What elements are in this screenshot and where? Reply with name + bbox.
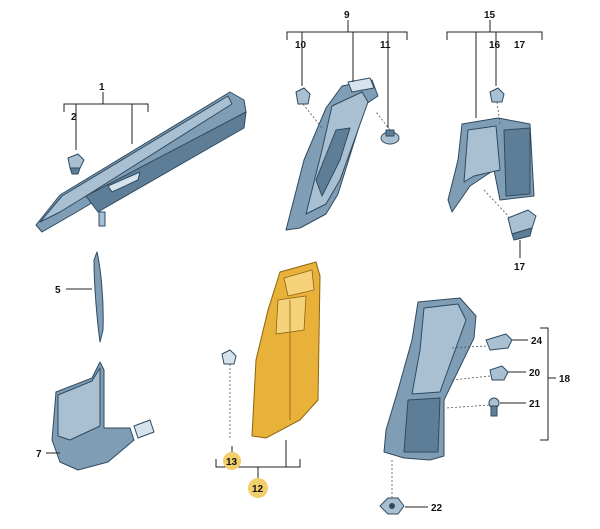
callout-9[interactable]: 9 <box>344 10 350 21</box>
part-10-clip[interactable] <box>295 87 311 105</box>
callout-7[interactable]: 7 <box>36 449 42 460</box>
part-1-a-pillar-trim[interactable] <box>35 91 247 233</box>
part-17-clip[interactable] <box>507 209 537 241</box>
callout-22[interactable]: 22 <box>431 503 443 514</box>
part-2-clip[interactable] <box>67 153 85 175</box>
part-12-b-pillar-lower-trim[interactable] <box>251 261 321 439</box>
callout-17-bottom[interactable]: 17 <box>514 262 526 273</box>
assembly-guide-lines <box>229 101 511 498</box>
part-13-clip[interactable] <box>221 349 237 365</box>
part-24-clip[interactable] <box>485 333 513 351</box>
part-21-screw[interactable] <box>488 397 500 417</box>
callout-15[interactable]: 15 <box>484 10 496 21</box>
part-22-nut[interactable] <box>379 497 405 515</box>
part-11-clip[interactable] <box>380 129 400 145</box>
part-20-clip[interactable] <box>489 365 509 381</box>
callout-17-top[interactable]: 17 <box>514 40 526 51</box>
callout-13[interactable]: 13 <box>226 457 238 468</box>
part-5-seal-strip[interactable] <box>93 251 104 343</box>
part-18-lower-c-pillar-trim[interactable] <box>383 297 477 461</box>
part-16-clip[interactable] <box>489 87 505 103</box>
callout-16[interactable]: 16 <box>489 40 501 51</box>
callout-2[interactable]: 2 <box>71 112 77 123</box>
callout-12-highlight <box>248 478 268 498</box>
callout-5[interactable]: 5 <box>55 285 61 296</box>
callout-1[interactable]: 1 <box>99 82 105 93</box>
callout-20[interactable]: 20 <box>529 368 541 379</box>
callout-11[interactable]: 11 <box>380 40 391 51</box>
callout-12[interactable]: 12 <box>252 484 264 495</box>
callout-21[interactable]: 21 <box>529 399 541 410</box>
part-9-b-pillar-upper-trim[interactable] <box>285 77 379 231</box>
part-15-c-pillar-trim[interactable] <box>447 117 535 213</box>
part-7-lower-trim[interactable] <box>51 361 155 471</box>
callout-18[interactable]: 18 <box>559 374 571 385</box>
callout-24[interactable]: 24 <box>531 336 543 347</box>
callout-10[interactable]: 10 <box>295 40 307 51</box>
callout-13-highlight <box>223 452 241 470</box>
